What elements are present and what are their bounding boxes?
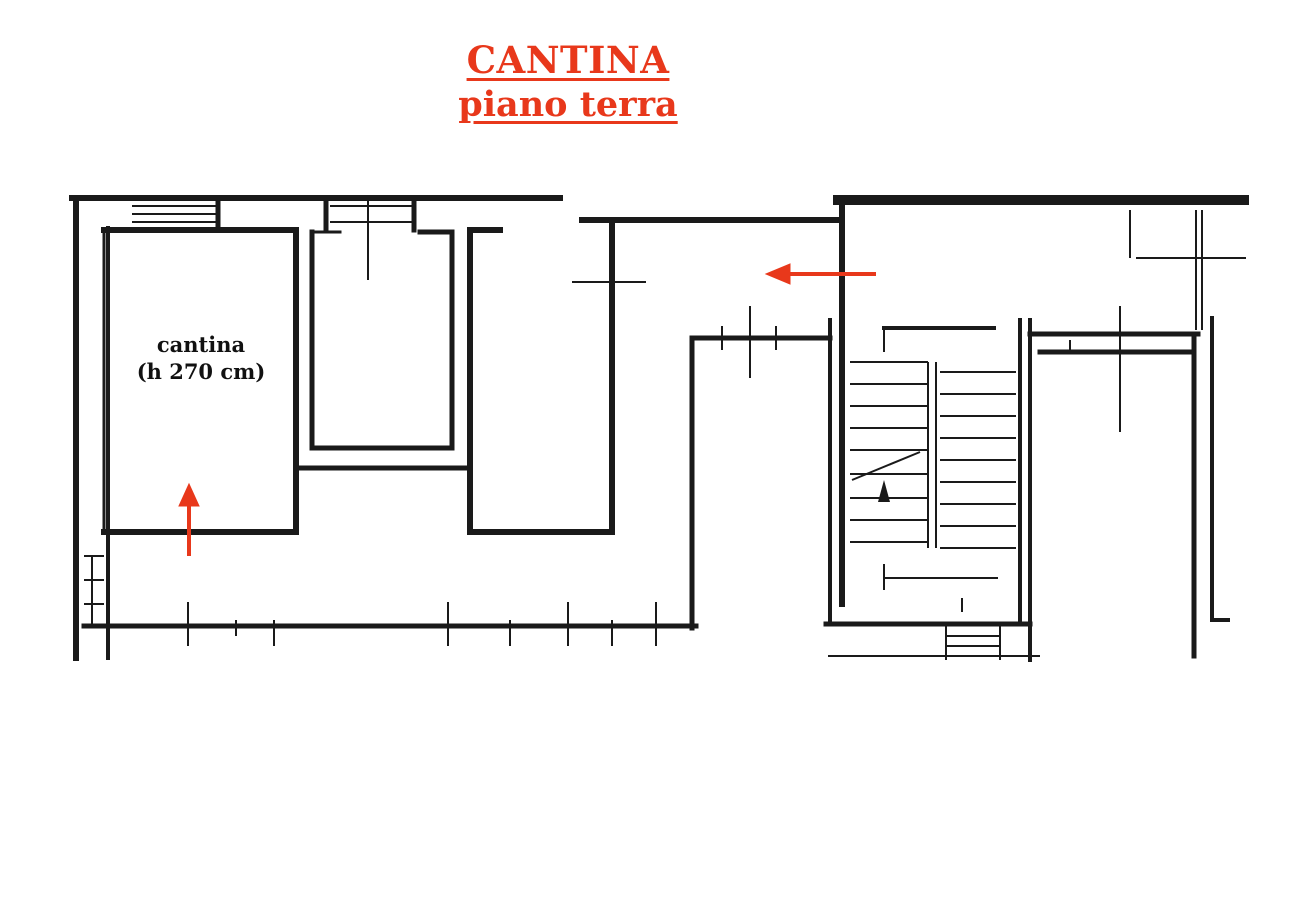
right-compartment-walls bbox=[467, 219, 615, 535]
cantina-room-walls bbox=[101, 227, 299, 535]
stair-treads-right bbox=[940, 371, 1016, 549]
bottom-ticks bbox=[187, 602, 657, 646]
right-room-walls bbox=[1027, 331, 1201, 659]
stair-cut-line bbox=[851, 451, 921, 481]
bottom-left-detail bbox=[84, 555, 104, 626]
left-block-walls bbox=[69, 195, 839, 661]
right-room-ticks bbox=[1069, 306, 1121, 432]
arrow-up-icon bbox=[178, 482, 200, 556]
top-right-detail bbox=[1129, 210, 1246, 330]
right-outer-wall bbox=[1210, 316, 1230, 622]
arrow-left-icon bbox=[764, 263, 876, 285]
stair-enclosure bbox=[882, 318, 1032, 662]
window-top-left bbox=[132, 205, 218, 223]
tick-center bbox=[572, 250, 646, 316]
stair-direction-icon bbox=[878, 480, 890, 502]
corridor-wall bbox=[689, 335, 833, 631]
stair-landing bbox=[883, 328, 998, 590]
room-label-height: (h 270 cm) bbox=[137, 359, 266, 384]
stair-divider bbox=[927, 362, 937, 548]
plan-title: CANTINA bbox=[466, 38, 670, 82]
window-top-mid bbox=[330, 205, 412, 223]
room-label-cantina: cantina bbox=[157, 332, 246, 357]
right-block-walls bbox=[823, 195, 1249, 662]
window-jambs bbox=[215, 195, 417, 233]
entrance-steps bbox=[828, 626, 1040, 660]
middle-room-walls bbox=[309, 229, 455, 451]
tick-corridor bbox=[721, 306, 777, 378]
plan-subtitle: piano terra bbox=[458, 84, 678, 125]
stair-treads-left bbox=[850, 361, 928, 543]
